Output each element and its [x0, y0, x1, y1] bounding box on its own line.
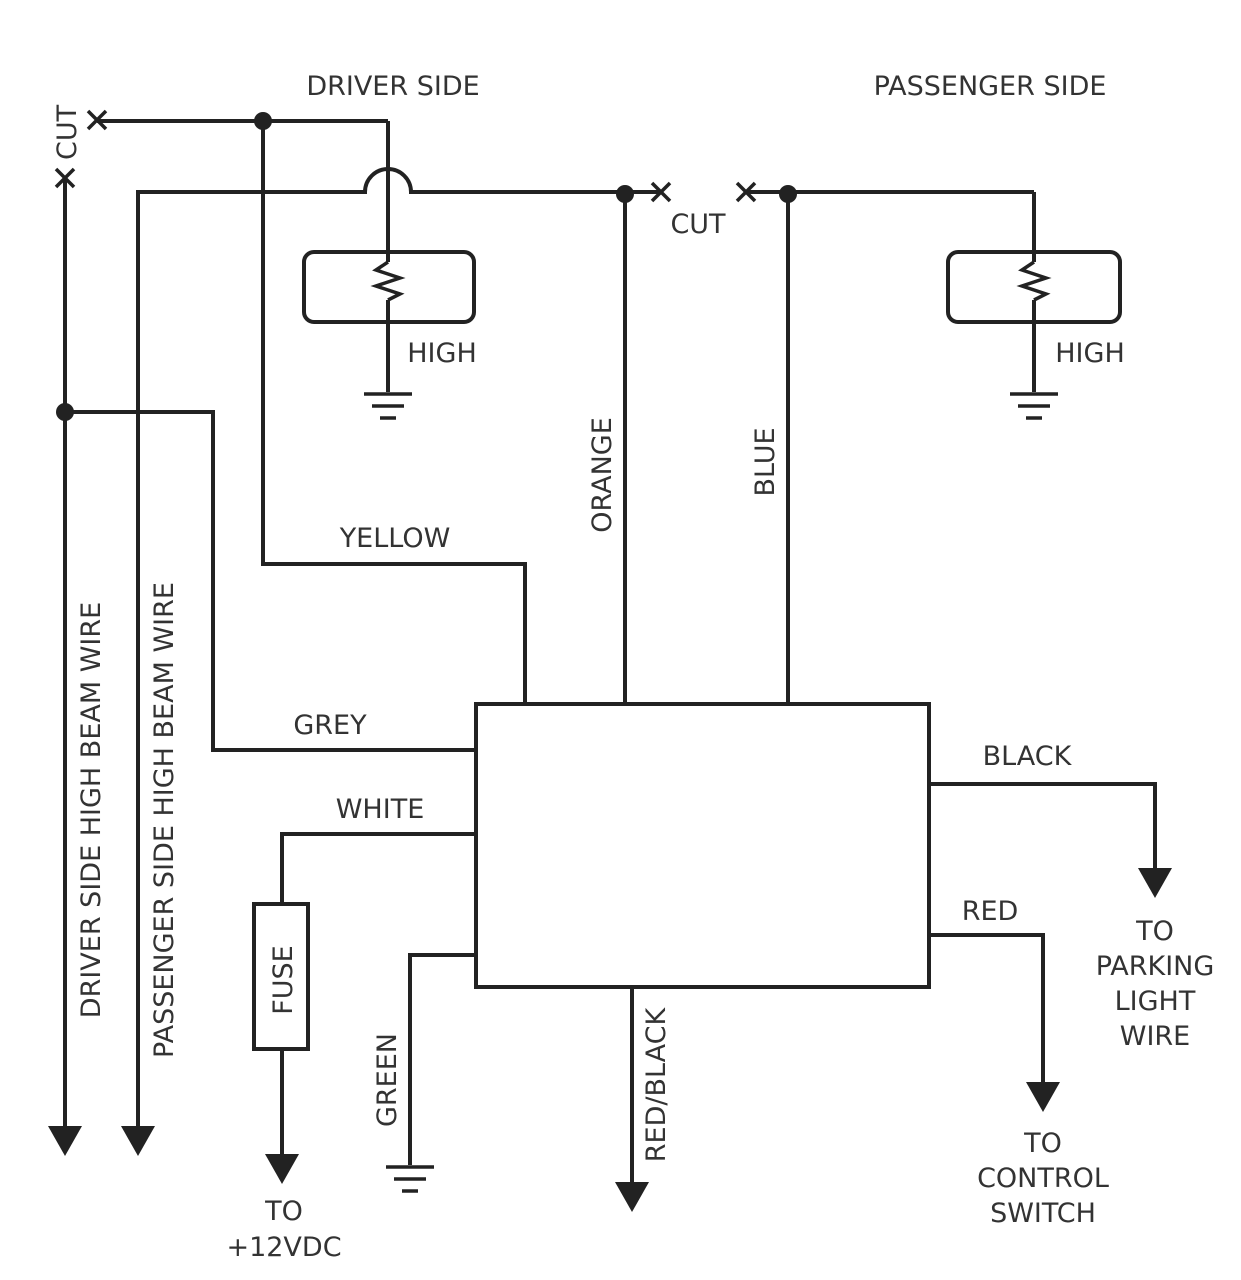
ground-icon: [1010, 392, 1058, 420]
ground-icon: [364, 392, 412, 420]
red-label: RED: [962, 896, 1019, 927]
white-wire: [252, 832, 476, 1184]
to-parking-line3: LIGHT: [1115, 986, 1196, 1017]
green-label: GREEN: [372, 1033, 403, 1127]
black-label: BLACK: [983, 741, 1073, 772]
to-12v-line2: +12VDC: [226, 1232, 341, 1263]
passenger-headlight: [946, 250, 1122, 420]
to-control-line1: TO: [1023, 1128, 1062, 1159]
fuse-label: FUSE: [268, 945, 299, 1015]
driver-side-title: DRIVER SIDE: [306, 71, 479, 102]
cut-mark-top-left: [86, 109, 108, 131]
orange-label: ORANGE: [587, 417, 618, 533]
driver-wire-label: DRIVER SIDE HIGH BEAM WIRE: [76, 602, 107, 1018]
to-parking-line2: PARKING: [1096, 951, 1215, 982]
red-wire: [929, 933, 1060, 1112]
grey-wire: [65, 410, 476, 752]
black-wire: [929, 782, 1172, 898]
high-label-passenger: HIGH: [1055, 338, 1125, 369]
passenger-high-beam-wire: [121, 167, 634, 1156]
driver-top-wire: [86, 109, 390, 258]
red-black-label: RED/BLACK: [641, 1006, 672, 1162]
white-label: WHITE: [336, 794, 425, 825]
green-wire: [386, 953, 476, 1193]
passenger-side-title: PASSENGER SIDE: [874, 71, 1107, 102]
yellow-label: YELLOW: [339, 523, 451, 554]
high-label-driver: HIGH: [407, 338, 477, 369]
to-control-line2: CONTROL: [977, 1163, 1109, 1194]
blue-label: BLUE: [750, 427, 781, 496]
control-module: [474, 702, 931, 989]
passenger-wire-label: PASSENGER SIDE HIGH BEAM WIRE: [149, 582, 180, 1058]
grey-label: GREY: [293, 710, 367, 741]
driver-high-beam-wire: CUT: [48, 104, 83, 1156]
ground-icon: [386, 1165, 434, 1193]
to-control-line3: SWITCH: [990, 1198, 1096, 1229]
to-12v-line1: TO: [264, 1196, 303, 1227]
to-parking-line1: TO: [1135, 916, 1174, 947]
cut-mark-left: [54, 167, 76, 189]
cut-label-left: CUT: [52, 104, 83, 160]
driver-headlight: [302, 250, 476, 420]
yellow-wire: [261, 121, 527, 704]
red-black-wire: [615, 987, 649, 1212]
to-parking-line4: WIRE: [1120, 1021, 1190, 1052]
cut-label-center: CUT: [670, 209, 726, 240]
